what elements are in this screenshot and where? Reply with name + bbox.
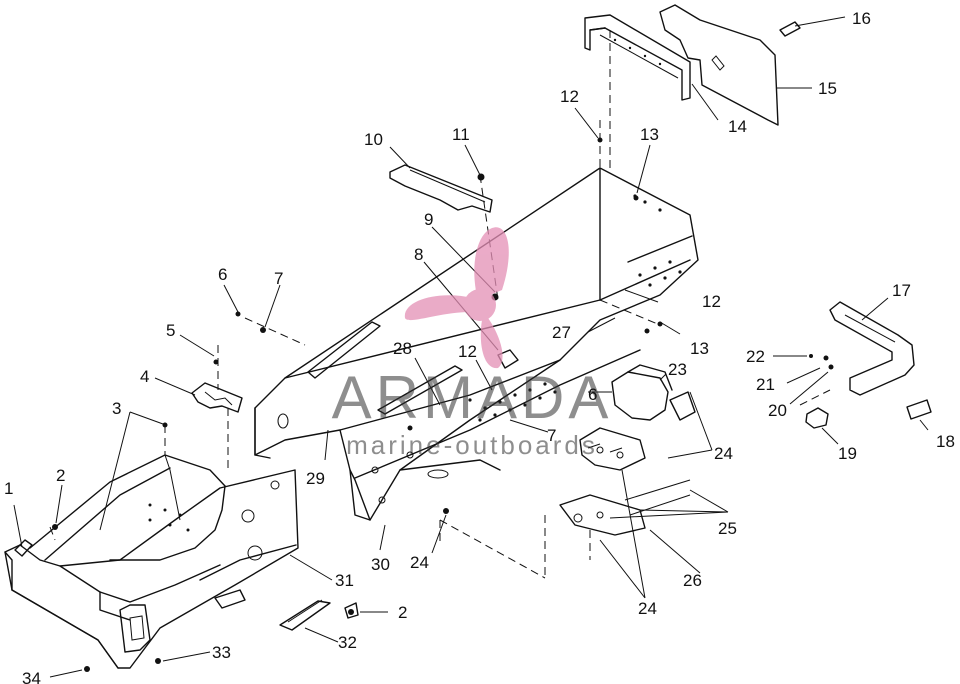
engine-mount <box>439 364 696 579</box>
callout-19: 19 <box>838 444 857 463</box>
callout-24: 24 <box>638 599 657 618</box>
front-frame <box>4 454 299 669</box>
callout-29: 29 <box>306 469 325 488</box>
callout-5: 5 <box>166 321 175 340</box>
callout-6: 6 <box>588 385 597 404</box>
callout-2: 2 <box>398 603 407 622</box>
callout-21: 21 <box>756 375 775 394</box>
callout-15: 15 <box>818 79 837 98</box>
callout-13: 13 <box>640 125 659 144</box>
callout-1: 1 <box>4 479 13 498</box>
callout-16: 16 <box>852 9 871 28</box>
callout-6: 6 <box>218 265 227 284</box>
callout-2: 2 <box>56 466 65 485</box>
callout-27: 27 <box>552 323 571 342</box>
callout-32: 32 <box>338 633 357 652</box>
watermark-brand: ARMADA <box>332 364 613 431</box>
callout-25: 25 <box>718 519 737 538</box>
callout-8: 8 <box>414 245 423 264</box>
callout-24: 24 <box>714 444 733 463</box>
callout-17: 17 <box>892 281 911 300</box>
callout-7: 7 <box>547 426 556 445</box>
tunnel-chassis <box>254 167 699 521</box>
watermark-subtitle: marine-outboards <box>346 430 598 460</box>
callout-22: 22 <box>746 347 765 366</box>
callout-9: 9 <box>424 210 433 229</box>
callout-labels: 1 2 2 3 4 5 6 6 7 7 8 9 10 11 12 12 12 1… <box>4 9 955 684</box>
rear-flap <box>659 4 779 126</box>
bracket-10 <box>389 164 493 213</box>
bracket-4 <box>191 382 243 413</box>
callout-10: 10 <box>364 130 383 149</box>
watermark: ARMADA marine-outboards <box>332 227 613 460</box>
callout-18: 18 <box>936 432 955 451</box>
callout-30: 30 <box>371 555 390 574</box>
callout-12: 12 <box>560 87 579 106</box>
center-lines <box>49 30 831 545</box>
callout-31: 31 <box>335 571 354 590</box>
fasteners <box>52 21 834 672</box>
callout-11: 11 <box>452 125 470 144</box>
part-drawings <box>4 4 932 678</box>
callout-24: 24 <box>410 553 429 572</box>
callout-20: 20 <box>768 401 787 420</box>
callout-23: 23 <box>668 360 687 379</box>
propeller-logo-icon <box>404 227 509 369</box>
callout-33: 33 <box>212 643 231 662</box>
callout-7: 7 <box>274 269 283 288</box>
callout-3: 3 <box>112 399 121 418</box>
callout-4: 4 <box>140 367 149 386</box>
callout-12: 12 <box>458 342 477 361</box>
rear-bracket <box>584 14 691 101</box>
callout-26: 26 <box>683 571 702 590</box>
callout-34: 34 <box>22 669 41 684</box>
callout-14: 14 <box>728 117 747 136</box>
handlebar <box>805 301 932 429</box>
callout-13: 13 <box>690 339 709 358</box>
slide-rail <box>279 599 331 631</box>
callout-28: 28 <box>393 339 412 358</box>
callout-12: 12 <box>702 292 721 311</box>
leader-lines <box>13 16 929 678</box>
